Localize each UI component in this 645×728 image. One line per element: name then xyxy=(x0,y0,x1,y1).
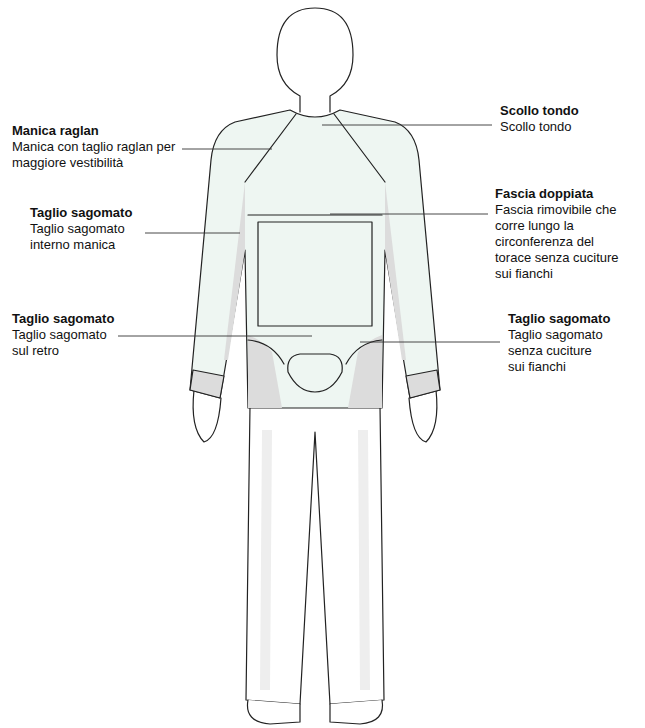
hand xyxy=(193,390,221,442)
leader-line xyxy=(145,233,240,234)
callout-heading: Taglio sagomato xyxy=(12,311,132,327)
sleeve-panel xyxy=(385,182,406,360)
band xyxy=(258,222,372,326)
leader-line xyxy=(360,342,500,343)
callout-text: Taglio sagomato sul retro xyxy=(12,327,114,359)
side-panel xyxy=(348,335,382,408)
callout-heading: Manica raglan xyxy=(12,123,177,139)
side-panel xyxy=(248,335,282,408)
callout-text: Taglio sagomato senza cuciture sui fianc… xyxy=(508,327,608,375)
raglan-seam xyxy=(245,114,385,182)
leader-line xyxy=(118,336,312,337)
hand xyxy=(409,390,437,442)
head xyxy=(277,8,353,112)
foot xyxy=(330,700,383,724)
leader-line xyxy=(330,214,488,215)
foot xyxy=(247,700,300,724)
shirt xyxy=(190,110,440,408)
leader-line xyxy=(182,149,272,150)
callout-text: Scollo tondo xyxy=(500,119,630,135)
callout-heading: Taglio sagomato xyxy=(30,205,142,221)
callout-heading: Scollo tondo xyxy=(500,103,630,119)
leader-line xyxy=(322,125,492,126)
back-cut xyxy=(288,354,343,392)
callout-text: Manica con taglio raglan per maggiore ve… xyxy=(12,139,177,171)
callout-heading: Taglio sagomato xyxy=(508,311,633,327)
cuff xyxy=(190,370,224,398)
pants xyxy=(246,406,384,704)
callout-text: Fascia rimovibile che corre lungo la cir… xyxy=(495,202,633,282)
callout-heading: Fascia doppiata xyxy=(495,186,635,202)
sleeve-panel xyxy=(224,182,245,360)
cuff xyxy=(406,370,440,398)
callout-text: Taglio sagomato interno manica xyxy=(30,221,142,253)
band-line xyxy=(248,214,382,215)
pants-shading xyxy=(260,430,370,690)
